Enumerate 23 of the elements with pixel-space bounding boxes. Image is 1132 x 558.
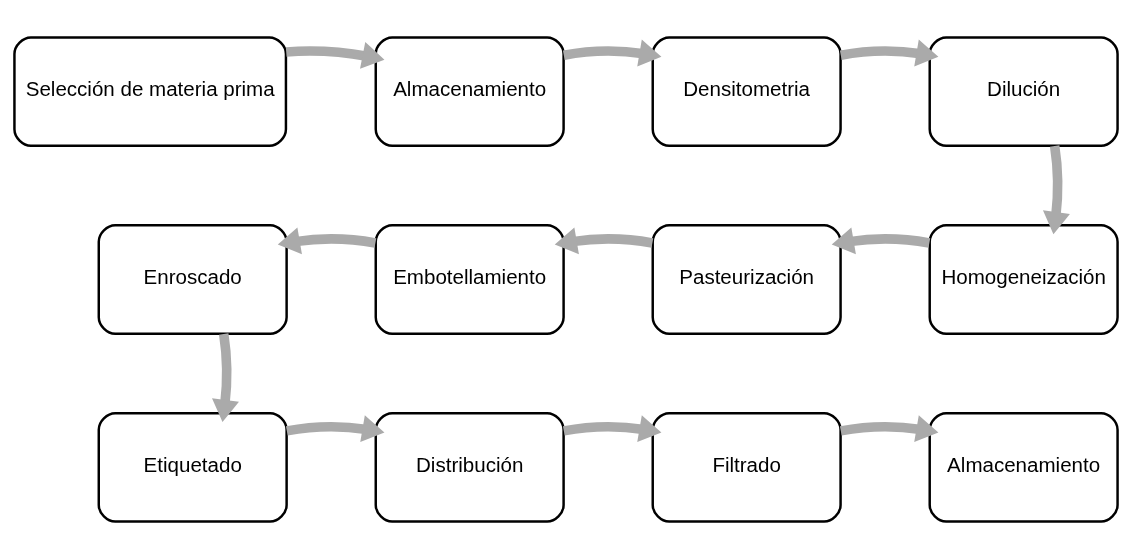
arrow [212,332,239,422]
node-box: Dilución [928,35,1119,147]
arrow [285,41,385,69]
node-box: Selección de materia prima [13,35,288,147]
node-box: Enroscado [97,223,288,335]
arrow [554,226,654,254]
arrow [563,414,662,442]
node-box: Distribución [374,411,565,523]
node-box: Densitometria [651,35,842,147]
node-box: Homogeneización [928,223,1119,335]
node-box: Embotellamiento [374,223,565,335]
node-box: Pasteurización [651,223,842,335]
node-box: Filtrado [651,411,842,523]
node-box: Almacenamiento [928,411,1119,523]
arrow [831,226,931,254]
node-box: Etiquetado [97,411,288,523]
node-box: Almacenamiento [374,35,565,147]
arrow [277,226,377,254]
arrow [563,39,662,66]
arrow [839,414,939,442]
arrow [286,414,385,442]
arrow [1042,144,1070,234]
arrow [839,39,939,66]
